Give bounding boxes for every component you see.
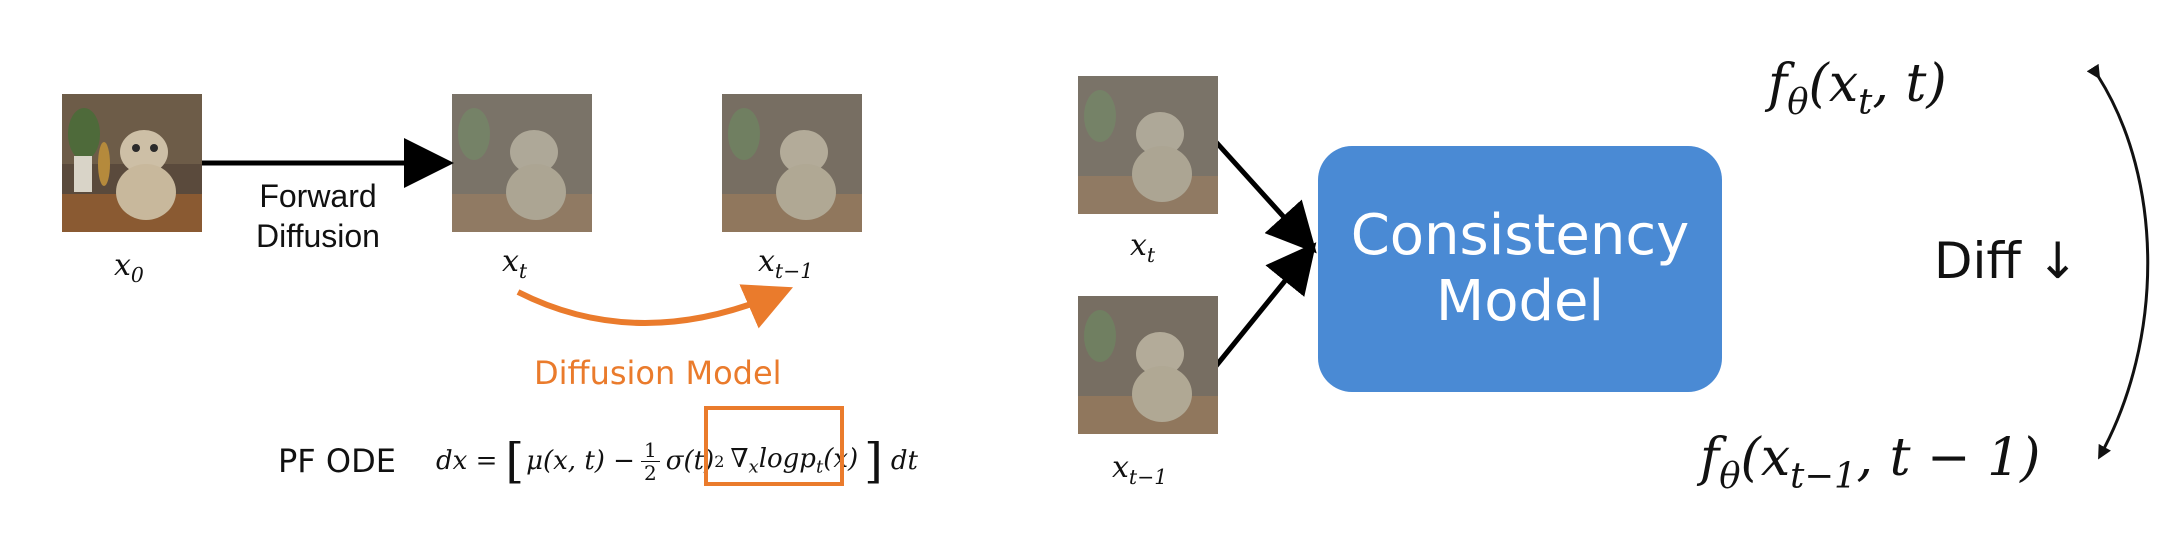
f-theta-top: fθ(xt, t) (1768, 54, 1947, 123)
xt1-to-model-arrow (1214, 242, 1317, 368)
pf-ode-label: PF ODE (278, 442, 396, 480)
model-line-1: Consistency (1350, 203, 1690, 268)
noisy-image-xt-minus-1 (722, 94, 862, 232)
ode-fraction: 1 2 (640, 439, 660, 485)
label-xt-minus-1-right: xt−1 (1112, 450, 1168, 490)
diff-curve-arrow (2086, 63, 2150, 460)
ode-logp-sub: t (815, 456, 824, 478)
ode-logp: logp (758, 444, 816, 475)
ode-mu: μ(x, t) − (526, 446, 635, 476)
ode-nabla-sub: x (748, 456, 759, 478)
diffusion-model-label: Diffusion Model (534, 354, 782, 392)
ode-frac-num: 1 (640, 439, 660, 462)
consistency-model-box: Consistency Model (1318, 146, 1722, 392)
label-xt-minus-1-left: xt−1 (758, 244, 814, 284)
model-line-2: Model (1435, 269, 1605, 334)
diffusion-model-arrow (516, 284, 793, 329)
forward-line-2: Diffusion (256, 218, 380, 254)
xt-to-model-arrow (1214, 140, 1317, 254)
ode-right-bracket: ] (864, 433, 883, 489)
ode-nabla: ∇ (730, 444, 749, 475)
noisy-image-xt-right (1078, 76, 1218, 214)
ode-dt: dt (890, 446, 918, 476)
forward-line-1: Forward (259, 178, 377, 214)
diff-label: Diff ↓ (1934, 232, 2079, 290)
label-xt-left: xt (502, 244, 528, 284)
ode-sigma-exp: 2 (714, 451, 725, 471)
clean-image-x0 (62, 94, 202, 232)
label-x0: x0 (114, 248, 144, 288)
label-xt-right: xt (1130, 228, 1156, 268)
noisy-image-xt (452, 94, 592, 232)
ode-frac-den: 2 (643, 460, 657, 485)
pf-ode-equation: dx = [ μ(x, t) − 1 2 σ(t)2 ∇xlogpt(x) ] … (436, 436, 918, 486)
forward-diffusion-label: Forward Diffusion (238, 176, 398, 256)
ode-dx: dx = (436, 446, 498, 476)
score-highlight-box (704, 406, 844, 486)
noisy-image-xt-minus-1-right (1078, 296, 1218, 434)
ode-left-bracket: [ (505, 433, 525, 489)
f-theta-bottom: fθ(xt−1, t − 1) (1700, 428, 2041, 497)
